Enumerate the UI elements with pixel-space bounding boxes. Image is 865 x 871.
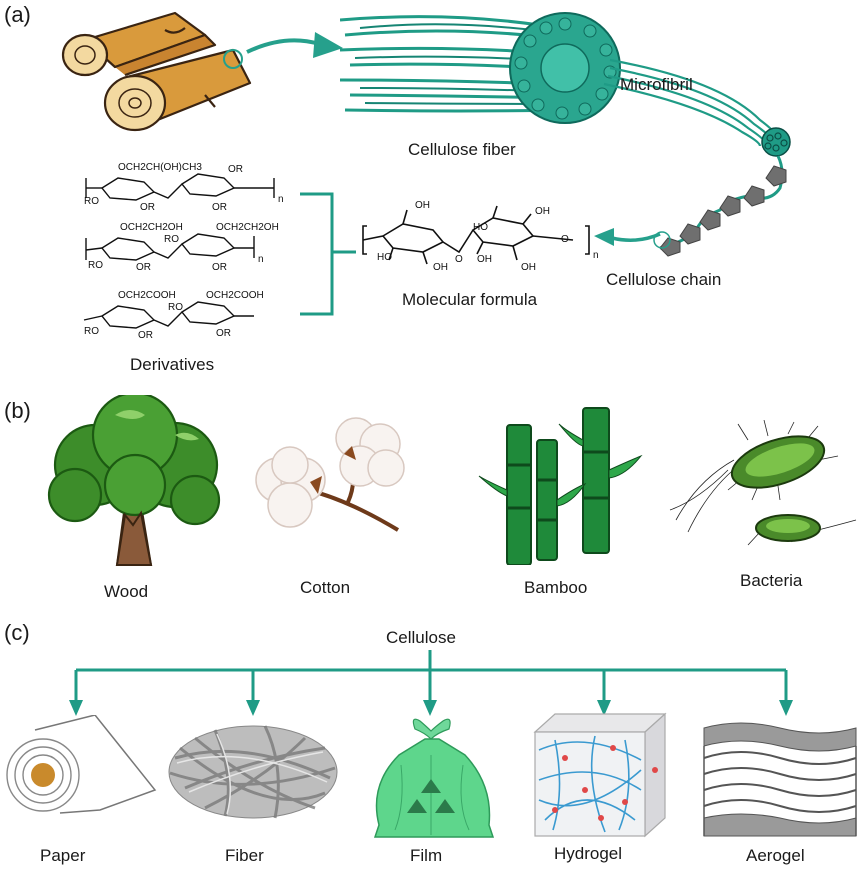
aerogel-stack-icon	[703, 722, 857, 837]
svg-text:HO: HO	[473, 222, 488, 233]
svg-text:OCH2COOH: OCH2COOH	[206, 290, 264, 301]
svg-text:RO: RO	[88, 260, 103, 271]
panel-label-a: (a)	[4, 2, 31, 27]
cellulose-chain-icon	[653, 155, 787, 257]
label-hydrogel: Hydrogel	[554, 844, 623, 863]
svg-text:OR: OR	[138, 330, 153, 341]
svg-text:OH: OH	[415, 200, 430, 211]
svg-text:OH: OH	[535, 206, 550, 217]
label-microfibril: Microfibril	[620, 75, 693, 94]
derivatives-bracket	[300, 192, 356, 316]
derivatives-structures: OCH2CH(OH)CH3 OR RO OR OR n OCH2CH2OH OC…	[83, 162, 284, 341]
svg-text:HO: HO	[377, 252, 392, 263]
svg-text:OH: OH	[521, 262, 536, 273]
bamboo-icon	[478, 407, 643, 565]
plastic-bag-icon	[373, 718, 495, 838]
svg-text:OH: OH	[433, 262, 448, 273]
label-paper: Paper	[40, 846, 86, 865]
molecular-formula-structure: OH HO OH O HO OH OH OH O n	[362, 200, 599, 273]
svg-text:RO: RO	[168, 302, 183, 313]
chain-to-formula-arrow-icon	[594, 228, 661, 246]
paper-roll-icon	[6, 715, 157, 814]
label-cellulose-chain: Cellulose chain	[606, 270, 722, 289]
svg-text:OR: OR	[228, 164, 243, 175]
svg-text:n: n	[258, 254, 264, 265]
tree-icon	[47, 395, 221, 566]
svg-text:O: O	[455, 254, 463, 265]
fiber-mesh-icon	[168, 725, 338, 819]
label-film: Film	[410, 846, 443, 865]
label-bacteria: Bacteria	[740, 571, 803, 590]
svg-text:RO: RO	[164, 234, 179, 245]
bacteria-icon	[669, 420, 857, 546]
label-cellulose-fiber: Cellulose fiber	[408, 140, 516, 159]
fiber-bundle-icon	[340, 12, 791, 157]
flow-arrow-icon	[246, 32, 343, 58]
svg-text:OCH2CH(OH)CH3: OCH2CH(OH)CH3	[118, 162, 202, 173]
label-cellulose-root: Cellulose	[386, 628, 456, 647]
svg-text:OR: OR	[140, 202, 155, 213]
svg-text:OCH2COOH: OCH2COOH	[118, 290, 176, 301]
svg-text:RO: RO	[84, 196, 99, 207]
svg-text:OCH2CH2OH: OCH2CH2OH	[120, 222, 183, 233]
svg-text:n: n	[278, 194, 284, 205]
svg-text:OCH2CH2OH: OCH2CH2OH	[216, 222, 279, 233]
label-aerogel: Aerogel	[746, 846, 805, 865]
hydrogel-cube-icon	[533, 712, 667, 838]
cellulose-tree-connector	[69, 650, 793, 716]
label-cotton: Cotton	[300, 578, 351, 597]
svg-text:OR: OR	[216, 328, 231, 339]
label-wood: Wood	[104, 582, 149, 601]
label-bamboo: Bamboo	[524, 578, 588, 597]
label-fiber: Fiber	[225, 846, 264, 865]
panel-label-c: (c)	[4, 620, 30, 645]
label-molecular-formula: Molecular formula	[402, 290, 538, 309]
logs-icon	[61, 11, 252, 132]
svg-text:OH: OH	[477, 254, 492, 265]
svg-text:O: O	[561, 234, 569, 245]
svg-text:RO: RO	[84, 326, 99, 337]
svg-text:n: n	[593, 250, 599, 261]
svg-text:OR: OR	[212, 262, 227, 273]
cotton-icon	[255, 417, 405, 532]
svg-text:OR: OR	[212, 202, 227, 213]
panel-label-b: (b)	[4, 398, 31, 423]
svg-text:OR: OR	[136, 262, 151, 273]
label-derivatives: Derivatives	[130, 355, 215, 374]
